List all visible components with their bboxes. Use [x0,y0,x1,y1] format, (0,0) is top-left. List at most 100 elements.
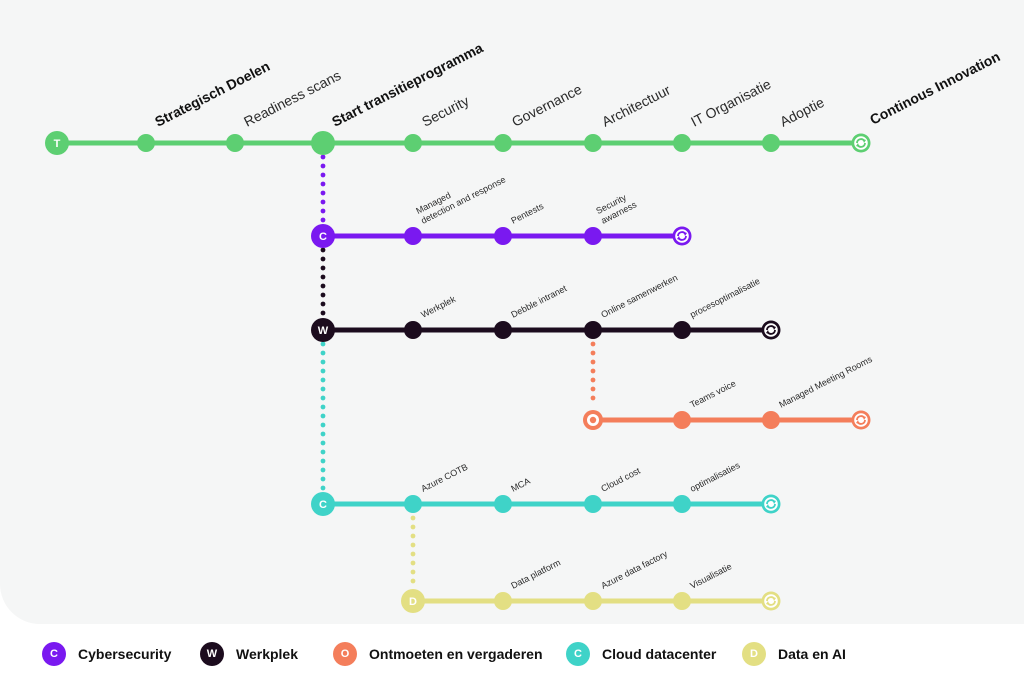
cycle-arrowhead [766,601,770,606]
connector-dot [320,368,326,374]
station-label: IT Organisatie [688,76,774,130]
legend-label: Data en AI [778,646,846,662]
connector-dot [320,350,326,356]
connector-dot [590,368,596,374]
station-node [494,495,512,513]
legend-item-data: D Data en AI [742,642,846,666]
connector-dot [320,422,326,428]
connector-dot [590,395,596,401]
start-letter: D [409,596,417,608]
cycle-arrowhead [677,236,681,241]
station-node [673,592,691,610]
connector-dot [320,431,326,437]
legend-item-werkplek: W Werkplek [200,642,298,666]
station-node [494,321,512,339]
station-node [494,134,512,152]
station-label: Adoptie [777,94,827,130]
connector-dot [410,515,416,521]
legend-ontmoeten-icon: O [333,642,357,666]
end-label: Continous Innovation [867,48,1002,128]
cycle-arrowhead [856,420,860,425]
legend-label: Cybersecurity [78,646,172,662]
connector-dot [320,310,326,316]
station-node [404,134,422,152]
station-label: procesoptimalisatie [688,276,761,320]
cloud-start-node [311,492,335,516]
cycle-arrowhead [772,596,776,601]
station-label: Security [419,92,471,129]
legend-item-ontmoeten: O Ontmoeten en vergaderen [333,642,543,666]
connector-dot [410,524,416,530]
station-node [311,131,335,155]
station-node [673,134,691,152]
transitie-start-node [45,131,69,155]
connector-dot [590,350,596,356]
station-label: Start transitieprogramma [329,39,485,129]
connector-dot [320,449,326,455]
connector-dot [320,485,326,491]
station-label: Online samenwerken [599,272,679,319]
station-label: Debble intranet [509,283,568,320]
connector-dot [320,292,326,298]
cycle-arrowhead [766,330,770,335]
connector-dot [320,190,326,196]
legend-item-cloud: C Cloud datacenter [566,642,716,666]
station-node [404,227,422,245]
station-node [584,495,602,513]
station-node [673,321,691,339]
station-label: Cloud cost [599,465,642,493]
connector-dot [320,154,326,160]
legend-label: Cloud datacenter [602,646,717,662]
data-start-node [401,589,425,613]
cycle-arrowhead [772,325,776,330]
connector-dot [320,217,326,223]
connector-dot [320,467,326,473]
connector-dot [320,377,326,383]
legend-data-icon: D [742,642,766,666]
diagram-background [0,0,1024,624]
station-label: Governance [509,81,584,130]
station-node [673,495,691,513]
legend-cybersecurity-icon: C [42,642,66,666]
legend-item-cybersecurity: C Cybersecurity [42,642,171,666]
legend: C Cybersecurity W Werkplek O Ontmoeten e… [0,632,1024,680]
connector-dot [410,542,416,548]
connector-dot [320,247,326,253]
start-letter: T [54,138,61,150]
station-label: MCA [509,476,531,494]
connector-dot [320,341,326,347]
station-label: Teams voice [688,378,737,410]
connector-dot [320,413,326,419]
station-node [404,321,422,339]
werkplek-start-node [311,318,335,342]
station-label: Securityawarness [594,189,638,225]
legend-werkplek-icon: W [200,642,224,666]
station-node [584,227,602,245]
connector-dot [320,163,326,169]
connector-dot [320,359,326,365]
station-node [494,592,512,610]
station-label: Managed Meeting Rooms [777,354,874,410]
start-letter: C [319,499,327,511]
connector-dot [410,533,416,539]
station-node [584,592,602,610]
cycle-arrowhead [683,231,687,236]
station-node [673,411,691,429]
station-node [226,134,244,152]
start-letter: C [319,231,327,243]
connector-dot [320,265,326,271]
connector-dot [320,404,326,410]
connector-dot [320,301,326,307]
connector-dot [320,283,326,289]
connector-dot [320,395,326,401]
cycle-arrowhead [856,143,860,148]
connector-dot [320,440,326,446]
cybersecurity-start-node [311,224,335,248]
connector-dot [410,560,416,566]
connector-dot [410,551,416,557]
cycle-arrowhead [862,138,866,143]
connector-dot [590,386,596,392]
station-node [137,134,155,152]
connector-dot [410,578,416,584]
